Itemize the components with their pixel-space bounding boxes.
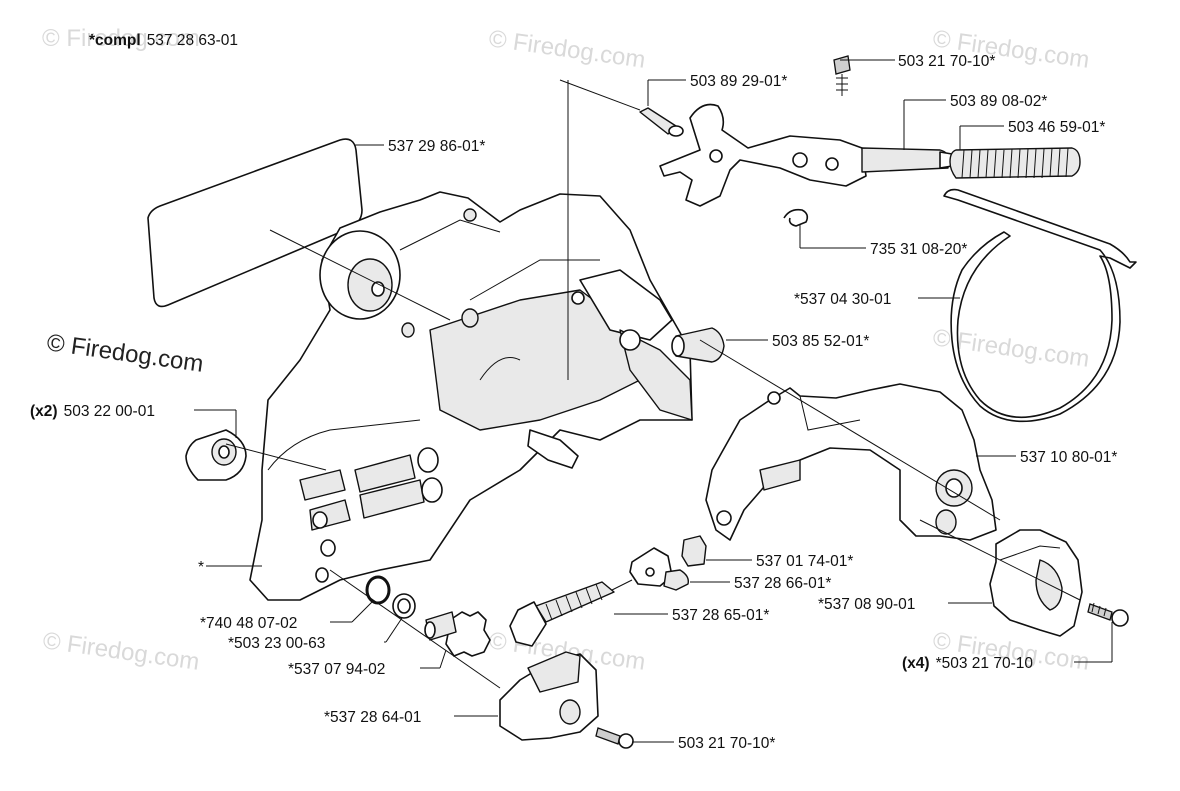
cover-cap: [989, 529, 1083, 637]
label-prefix: (x2): [30, 403, 58, 420]
label-prefix: *compl: [89, 32, 141, 49]
part-label-compl: *compl 537 28 63-01: [89, 32, 238, 49]
part-label: 503 85 52-01*: [772, 333, 869, 350]
part-label: *: [198, 559, 204, 576]
label-number: 537 28 63-01: [147, 32, 238, 49]
part-label: *537 07 94-02: [288, 661, 385, 678]
watermark-main: © Firedog.com: [45, 329, 205, 378]
spring: [949, 147, 1081, 179]
part-labels: *compl 537 28 63-01 503 21 70-10* 503 89 …: [30, 32, 1117, 752]
sprocket-gear: [424, 611, 491, 657]
part-label: *537 04 30-01: [794, 291, 891, 308]
chain-guard: [705, 383, 997, 541]
brake-lever-assembly: [639, 55, 953, 227]
brake-band: [943, 188, 1137, 423]
washer: [185, 429, 247, 481]
part-label: (x2) 503 22 00-01: [30, 403, 155, 420]
part-label: 537 29 86-01*: [388, 138, 485, 155]
window-plate: [147, 138, 363, 308]
part-label: 503 89 08-02*: [950, 93, 1047, 110]
part-label: 503 46 59-01*: [1008, 119, 1105, 136]
watermark-text: © Firedog.com: [42, 25, 200, 52]
part-label: 537 01 74-01*: [756, 553, 853, 570]
part-label: *503 23 00-63: [228, 635, 325, 652]
o-ring: [365, 575, 391, 605]
part-label: 735 31 08-20*: [870, 241, 967, 258]
adjuster-block: [499, 651, 599, 741]
part-label: (x4) *503 21 70-10: [902, 655, 1033, 672]
label-number: *503 21 70-10: [936, 655, 1034, 672]
part-label: 537 10 80-01*: [1020, 449, 1117, 466]
part-label: *740 48 07-02: [200, 615, 297, 632]
watermark-text: © Firedog.com: [41, 627, 201, 676]
label-prefix: (x4): [902, 655, 930, 672]
label-number: 503 22 00-01: [64, 403, 155, 420]
chain-adjuster-parts: [629, 535, 707, 591]
watermark-text: © Firedog.com: [487, 25, 647, 74]
screw: [1087, 602, 1129, 627]
part-label: 537 28 66-01*: [734, 575, 831, 592]
part-label: *537 28 64-01: [324, 709, 421, 726]
part-label: 503 89 29-01*: [690, 73, 787, 90]
part-label: 537 28 65-01*: [672, 607, 769, 624]
part-label: 503 21 70-10*: [678, 735, 775, 752]
leader-lines: [194, 59, 1113, 743]
screw: [595, 727, 634, 749]
tensioner-screw: [509, 579, 633, 647]
part-label: 503 21 70-10*: [898, 53, 995, 70]
clutch-cover-body: [249, 191, 693, 601]
part-label: *537 08 90-01: [818, 596, 915, 613]
